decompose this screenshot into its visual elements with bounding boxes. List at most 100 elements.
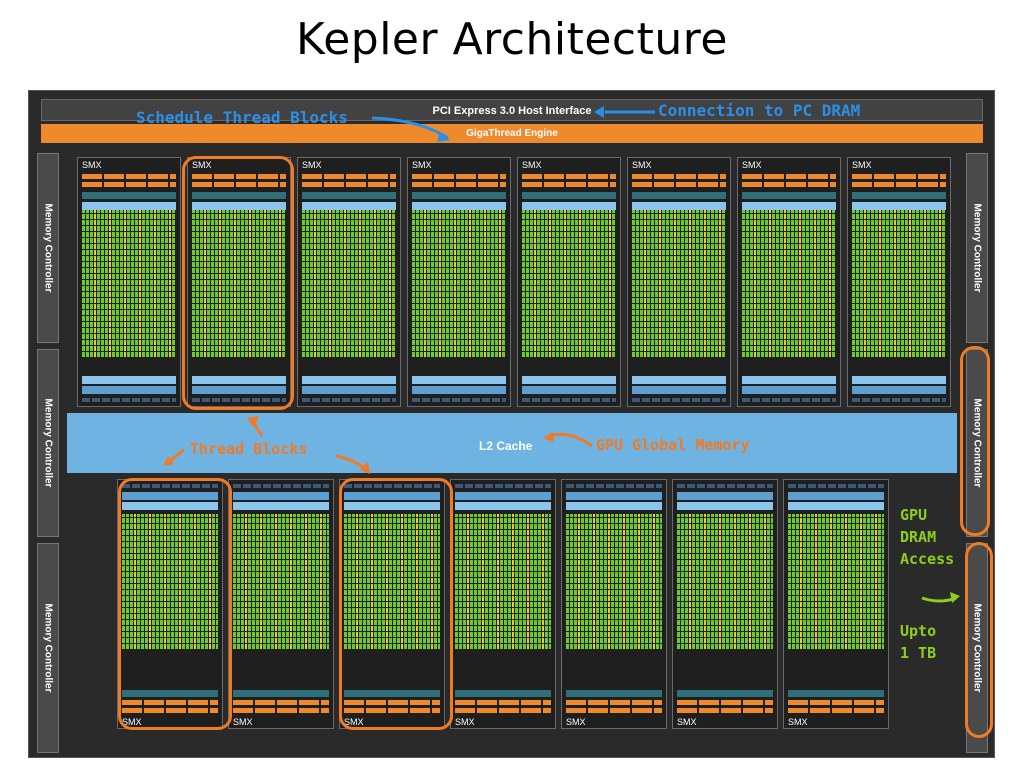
blue-row2 xyxy=(788,492,884,500)
arrow-global-memory-head xyxy=(543,432,554,442)
orange-row xyxy=(455,708,551,713)
blue-row2 xyxy=(344,492,440,500)
orange-row xyxy=(344,708,440,713)
memory-controller-left-middle: Memory Controller xyxy=(37,349,59,537)
blue-row xyxy=(566,502,662,510)
smx-label: SMX xyxy=(632,160,652,170)
thread-block-highlight-bottom-left xyxy=(118,478,232,730)
orange-row xyxy=(233,708,329,713)
dark-row xyxy=(566,484,662,488)
teal-row xyxy=(412,192,506,199)
blue-row xyxy=(852,202,946,210)
teal-row xyxy=(788,690,884,697)
dark-row xyxy=(455,484,551,488)
blue-row xyxy=(677,502,773,510)
arrow-dram-access xyxy=(921,596,957,603)
orange-row xyxy=(522,182,616,187)
slide-title: Kepler Architecture xyxy=(296,14,728,65)
arrow-schedule-head xyxy=(437,132,450,142)
teal-row xyxy=(742,192,836,199)
annotation-thread-blocks: Thread Blocks xyxy=(190,440,308,458)
dark-row xyxy=(852,398,946,402)
annotation-connection-to-pc-dram: Connection to PC DRAM xyxy=(658,101,861,120)
blue-row xyxy=(82,202,176,210)
blue-row xyxy=(302,376,396,384)
cuda-core-array xyxy=(344,514,440,650)
blue-row2 xyxy=(677,492,773,500)
orange-row xyxy=(788,708,884,713)
arrow-connection-head xyxy=(594,106,604,118)
smx-top-6: SMX xyxy=(737,157,841,407)
annotation-gpu-dram-access: GPU DRAM Access xyxy=(900,504,954,570)
smx-bottom-2: SMX xyxy=(339,479,445,729)
orange-row xyxy=(566,708,662,713)
memory-controller-left-top: Memory Controller xyxy=(37,153,59,343)
pci-express-host-interface: PCI Express 3.0 Host Interface xyxy=(41,99,983,121)
smx-bottom-5: SMX xyxy=(672,479,778,729)
smx-top-4: SMX xyxy=(517,157,621,407)
cuda-core-array xyxy=(522,210,616,358)
dram-access-line-2: DRAM xyxy=(900,528,937,546)
memory-controller-right-top: Memory Controller xyxy=(966,153,988,343)
blue-row2 xyxy=(412,386,506,394)
orange-row xyxy=(632,174,726,179)
blue-row xyxy=(632,376,726,384)
orange-row xyxy=(632,182,726,187)
blue-row xyxy=(632,202,726,210)
blue-row xyxy=(233,502,329,510)
annotation-upto-1tb: Upto 1 TB xyxy=(900,620,936,664)
blue-row2 xyxy=(632,386,726,394)
cuda-core-array xyxy=(122,514,218,650)
memory-controller-left-bottom: Memory Controller xyxy=(37,543,59,753)
dark-row xyxy=(788,484,884,488)
smx-label: SMX xyxy=(566,717,586,727)
smx-label: SMX xyxy=(412,160,432,170)
dark-row xyxy=(742,398,836,402)
smx-label: SMX xyxy=(344,717,364,727)
arrow-dram-access-head xyxy=(950,592,960,603)
blue-row xyxy=(122,502,218,510)
orange-row xyxy=(742,182,836,187)
dark-row xyxy=(344,484,440,488)
smx-top-7: SMX xyxy=(847,157,951,407)
teal-row xyxy=(302,192,396,199)
cuda-core-array xyxy=(566,514,662,650)
teal-row xyxy=(82,192,176,199)
smx-top-0: SMX xyxy=(77,157,181,407)
orange-row xyxy=(522,174,616,179)
blue-row2 xyxy=(302,386,396,394)
smx-label: SMX xyxy=(82,160,102,170)
blue-row2 xyxy=(852,386,946,394)
smx-label: SMX xyxy=(677,717,697,727)
blue-row xyxy=(455,502,551,510)
teal-row xyxy=(522,192,616,199)
blue-row2 xyxy=(522,386,616,394)
annotation-schedule-thread-blocks: Schedule Thread Blocks xyxy=(136,108,348,127)
smx-bottom-3: SMX xyxy=(450,479,556,729)
arrow-thread-right-head xyxy=(360,462,370,474)
gigathread-engine: GigaThread Engine xyxy=(41,124,983,143)
teal-row xyxy=(632,192,726,199)
smx-top-3: SMX xyxy=(407,157,511,407)
smx-label: SMX xyxy=(788,717,808,727)
arrow-thread-right xyxy=(335,454,368,472)
dark-row xyxy=(412,398,506,402)
blue-row xyxy=(192,202,286,210)
orange-row xyxy=(455,700,551,705)
blue-row xyxy=(412,376,506,384)
kepler-chip-diagram: PCI Express 3.0 Host Interface GigaThrea… xyxy=(28,90,995,758)
memory-controller-highlight-middle xyxy=(960,346,990,536)
blue-row xyxy=(344,502,440,510)
smx-label: SMX xyxy=(192,160,212,170)
blue-row xyxy=(82,376,176,384)
orange-row xyxy=(412,174,506,179)
orange-row xyxy=(412,182,506,187)
arrow-thread-left-head xyxy=(163,456,174,466)
blue-row2 xyxy=(82,386,176,394)
dark-row xyxy=(632,398,726,402)
dark-row xyxy=(522,398,616,402)
teal-row xyxy=(566,690,662,697)
orange-row xyxy=(122,708,218,713)
blue-row xyxy=(302,202,396,210)
